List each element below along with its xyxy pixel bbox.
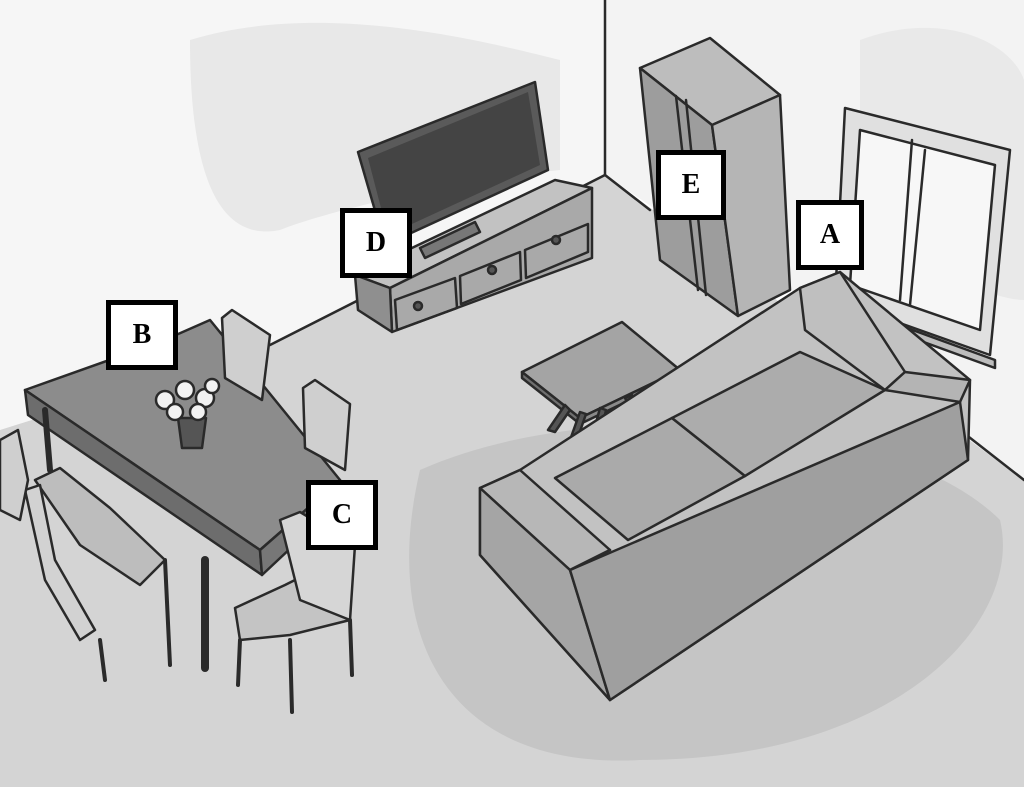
label-a: A xyxy=(796,200,864,270)
label-e: E xyxy=(656,150,726,220)
label-c: C xyxy=(306,480,378,550)
label-b: B xyxy=(106,300,178,370)
label-d: D xyxy=(340,208,412,278)
